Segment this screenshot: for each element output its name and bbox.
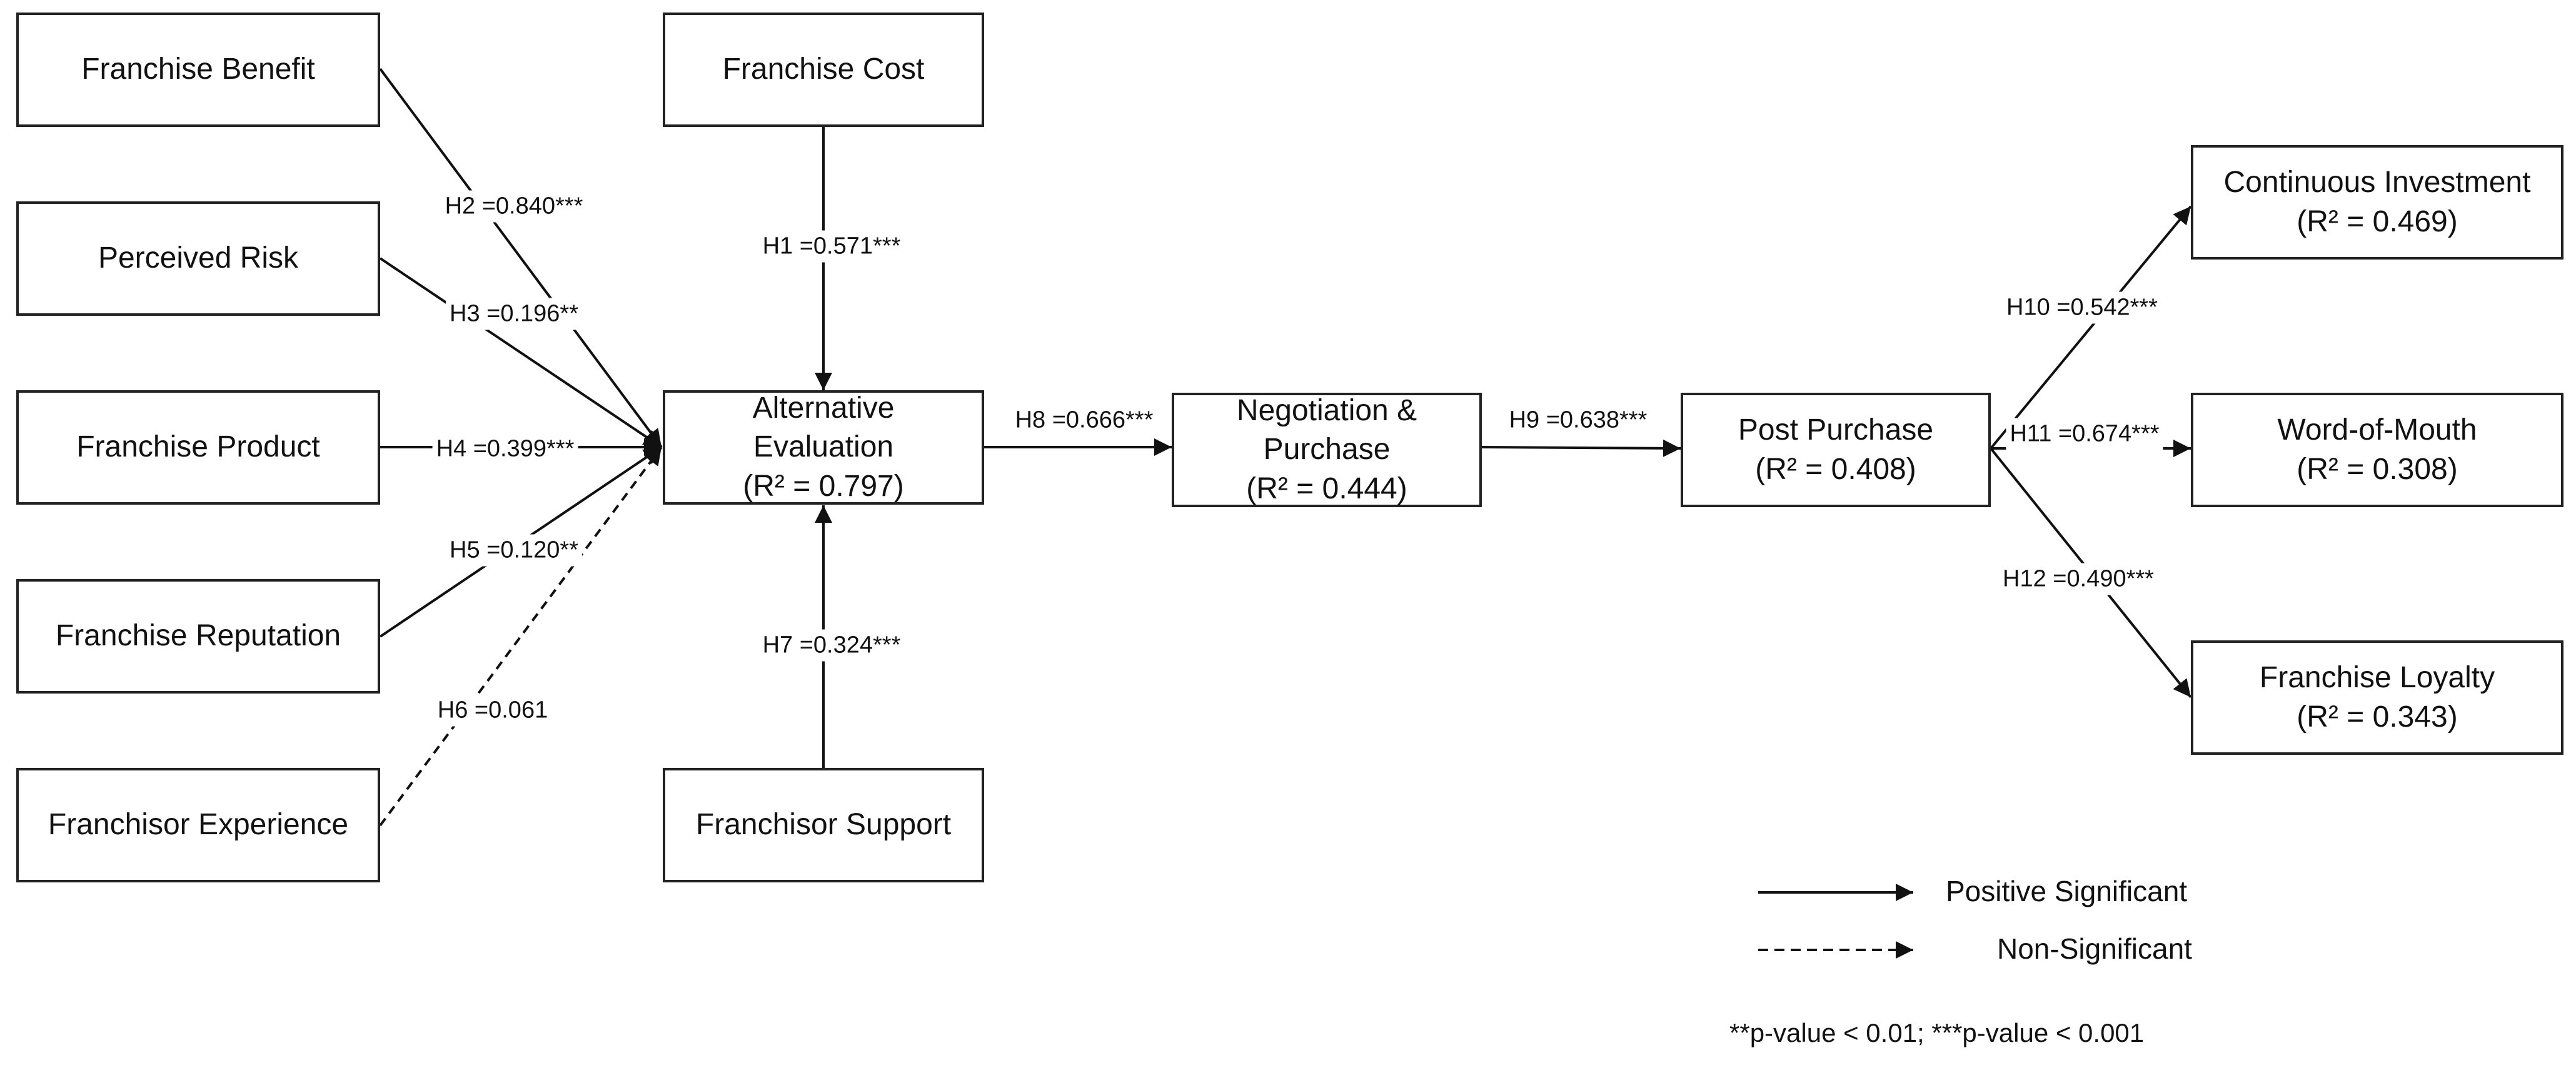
path-coefficient-h9: H9 =0.638*** (1505, 404, 1651, 437)
path-coefficient-h1: H1 =0.571*** (758, 230, 905, 263)
node-negotiation-purchase: Negotiation & Purchase (R² = 0.444) (1172, 393, 1482, 507)
path-arrow-h3 (379, 257, 663, 448)
node-label-line: Franchisor Experience (48, 808, 349, 842)
node-franchise-benefit: Franchise Benefit (16, 13, 380, 127)
path-arrow-h10 (1990, 205, 2192, 450)
node-label-line: (R² = 0.343) (2297, 700, 2458, 734)
node-label-line: (R² = 0.469) (2297, 204, 2458, 238)
node-label-line: (R² = 0.408) (1755, 452, 1916, 486)
legend-non-significant: Non-Significant (1997, 932, 2192, 965)
node-label-line: Franchise Benefit (81, 53, 315, 86)
node-label-line: Franchise Cost (722, 53, 925, 86)
node-label-line: Purchase (1263, 433, 1391, 467)
node-franchisor-experience: Franchisor Experience (16, 768, 380, 882)
node-word-of-mouth: Word-of-Mouth (R² = 0.308) (2191, 393, 2563, 507)
node-continuous-investment: Continuous Investment (R² = 0.469) (2191, 145, 2563, 260)
node-post-purchase: Post Purchase (R² = 0.408) (1681, 393, 1991, 507)
node-label-line: Evaluation (753, 430, 894, 464)
node-franchise-reputation: Franchise Reputation (16, 579, 380, 694)
path-coefficient-h8: H8 =0.666*** (1011, 404, 1157, 437)
node-franchise-cost: Franchise Cost (663, 13, 984, 127)
node-label-line: (R² = 0.308) (2297, 452, 2458, 486)
node-label-line: Franchisor Support (695, 808, 952, 842)
path-coefficient-h6: H6 =0.061 (433, 694, 552, 727)
node-label-line: Negotiation & (1236, 393, 1417, 427)
path-coefficient-h5: H5 =0.120** (446, 534, 582, 567)
path-arrow-h2 (379, 68, 663, 448)
significance-footnote: **p-value < 0.01; ***p-value < 0.001 (1729, 1018, 2145, 1047)
path-coefficient-h7: H7 =0.324*** (758, 629, 905, 662)
node-franchisor-support: Franchisor Support (663, 768, 984, 882)
node-label-line: Franchise Product (76, 430, 320, 464)
legend-positive-significant: Positive Significant (1946, 875, 2188, 907)
path-arrow-h6 (379, 446, 663, 827)
node-franchise-product: Franchise Product (16, 390, 380, 505)
node-label-line: (R² = 0.444) (1246, 472, 1407, 505)
path-coefficient-h11: H11 =0.674*** (2006, 418, 2163, 450)
path-coefficient-h12: H12 =0.490*** (1999, 563, 2158, 595)
node-label-line: Franchise Reputation (55, 619, 341, 653)
node-label-line: Word-of-Mouth (2277, 413, 2477, 447)
path-coefficient-h4: H4 =0.399*** (432, 433, 578, 465)
path-coefficient-h10: H10 =0.542*** (2003, 291, 2161, 324)
node-label-line: (R² = 0.797) (743, 469, 904, 503)
node-label-line: Perceived Risk (98, 241, 299, 275)
node-label-line: Franchise Loyalty (2259, 661, 2495, 695)
path-coefficient-h3: H3 =0.196** (446, 298, 582, 330)
node-label-line: Continuous Investment (2223, 166, 2531, 199)
node-franchise-loyalty: Franchise Loyalty (R² = 0.343) (2191, 640, 2563, 755)
path-arrow-h9 (1481, 439, 1681, 457)
node-label-line: Alternative (752, 391, 895, 425)
node-perceived-risk: Perceived Risk (16, 201, 380, 316)
path-coefficient-h2: H2 =0.840*** (441, 190, 587, 223)
node-label-line: Post Purchase (1738, 413, 1934, 447)
